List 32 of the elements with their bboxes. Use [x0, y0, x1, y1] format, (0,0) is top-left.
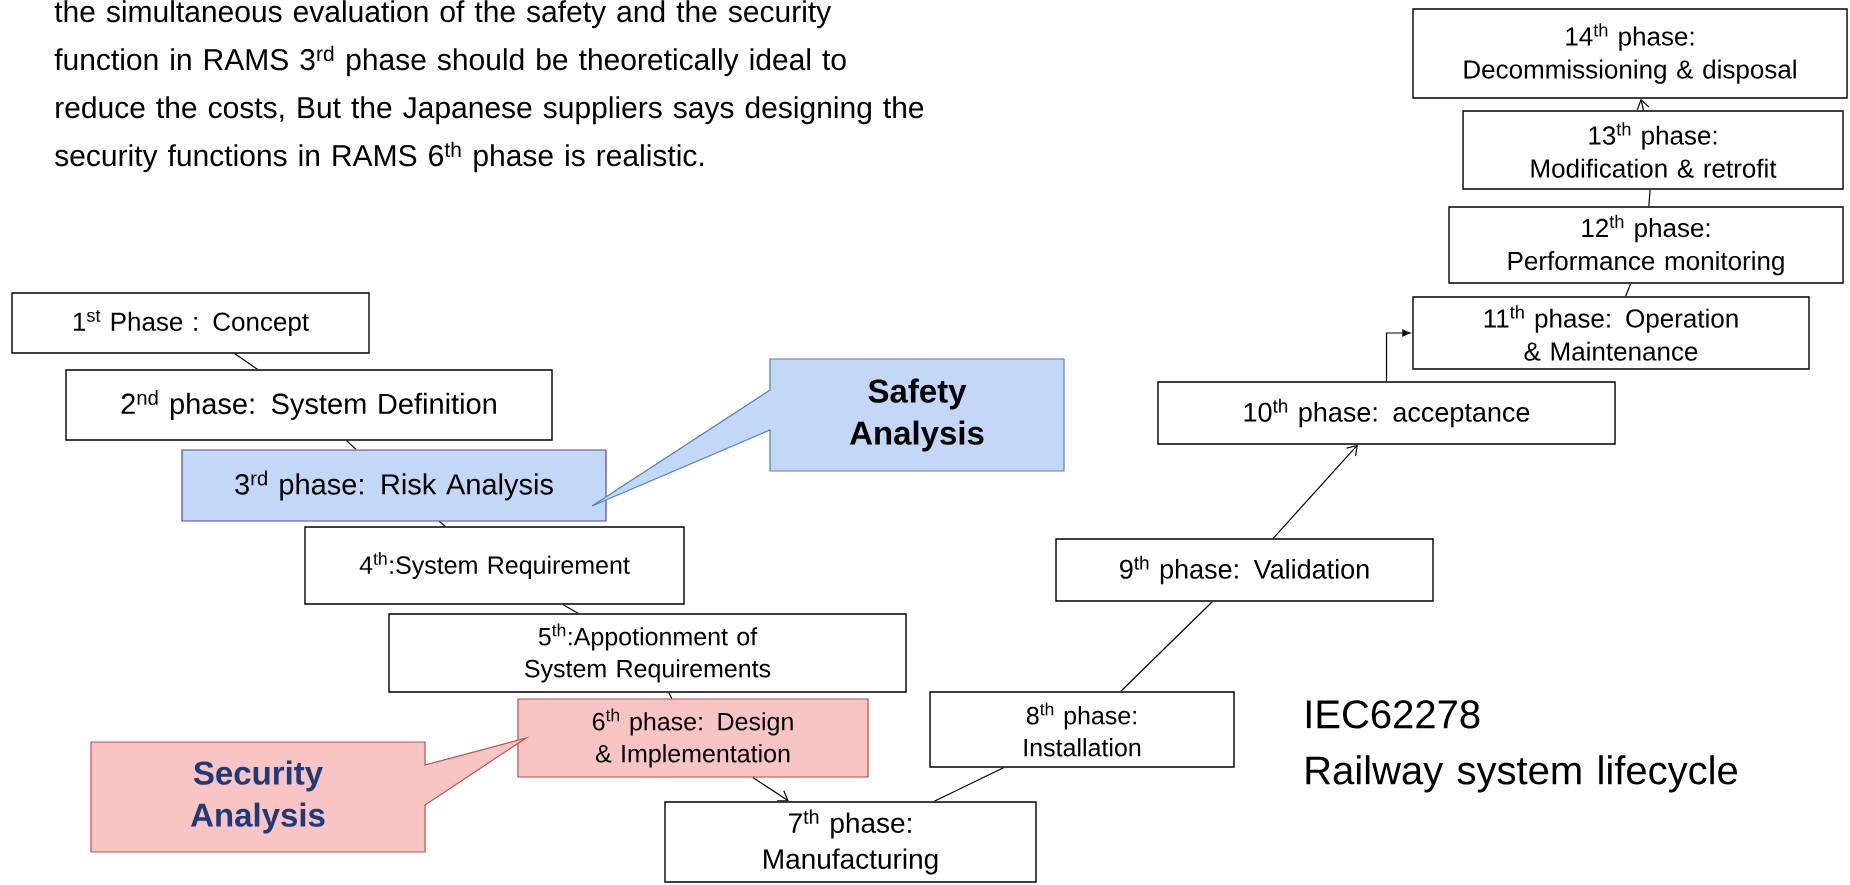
arrow [1636, 98, 1650, 111]
phase-box: 4$^{th}$:System Requirement [304, 526, 685, 605]
phase-box: 5$^{th}$:Appotionment of System Requirements [388, 613, 907, 693]
phase-box: 14$^{th}$ phase: Decommissioning & disposal [1412, 8, 1848, 99]
phase-box: 2$^{nd}$ phase: System Definition [65, 369, 553, 441]
connector-line [1648, 189, 1651, 207]
phase-box: 6$^{th}$ phase: Design & Implementation [517, 698, 869, 778]
connector-line [346, 440, 357, 450]
connector-line [562, 604, 579, 614]
arrow [1272, 444, 1358, 539]
connector-line [234, 353, 259, 370]
standard-name: IEC62278 [1306, 700, 1480, 729]
phase-box: 7$^{th}$ phase: Manufacturing [664, 801, 1037, 883]
caption-text: Railway system lifecycle [1306, 755, 1737, 793]
arrow [1385, 329, 1411, 382]
phase-box: 1$^{st}$ Phase : Concept [11, 292, 370, 354]
phase-box: 9$^{th}$ phase: Validation [1055, 538, 1434, 602]
paragraph: the simultaneous evaluation of the safety and the security function in RAMS 3$^{rd}$ phase should be theoretically ideal to reduce the costs, But the Japanese suppliers says designing the security functions in RAMS 6$^{th}$ phase is realistic. [54, 0, 924, 173]
phase-box: 13$^{th}$ phase: Modification & retrofit [1462, 110, 1844, 190]
phase-box: 8$^{th}$ phase: Installation [929, 691, 1235, 768]
phase-box: 3$^{rd}$ phase: Risk Analysis [181, 449, 607, 522]
callout-box: Security Analysis [90, 736, 530, 853]
connector-line [1120, 601, 1213, 692]
connector-line [438, 521, 446, 527]
phase-box: 10$^{th}$ phase: acceptance [1157, 381, 1616, 445]
connector-line [933, 767, 1005, 802]
connector-line [668, 692, 673, 699]
connector-line [1625, 283, 1632, 297]
callout-box: Safety Analysis [591, 358, 1065, 507]
phase-box: 12$^{th}$ phase: Performance monitoring [1448, 206, 1844, 284]
arrow [752, 777, 789, 802]
phase-box: 11$^{th}$ phase: Operation & Maintenance [1412, 296, 1810, 370]
